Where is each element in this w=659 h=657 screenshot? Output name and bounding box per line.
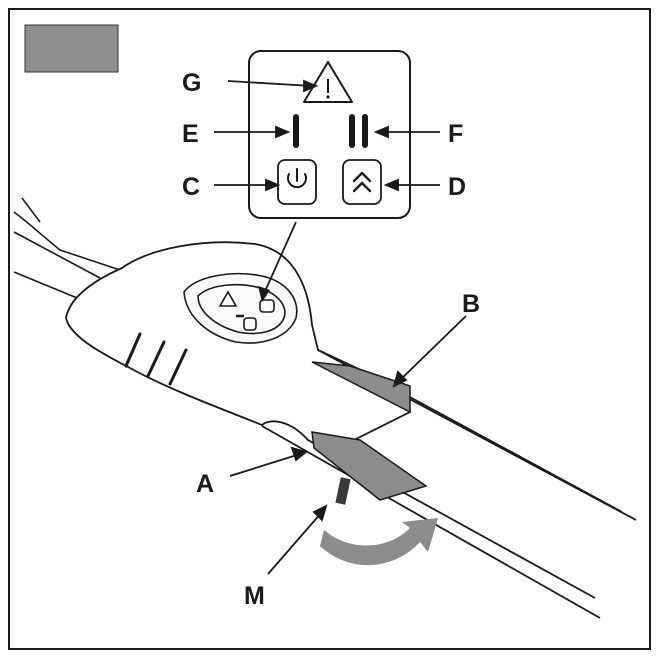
label-a: A (196, 470, 214, 498)
indicator-f-1 (349, 114, 355, 148)
callout-leaders (214, 79, 467, 575)
double-chevron-up-icon (352, 171, 372, 193)
power-button (277, 159, 317, 205)
label-b: B (462, 290, 480, 318)
indicator-e (293, 114, 299, 148)
rear-shaft (13, 197, 127, 301)
label-g: G (182, 69, 201, 97)
label-f: F (448, 120, 463, 148)
speed-button (342, 159, 382, 205)
handle-housing (65, 241, 411, 454)
indicator-f-2 (362, 114, 368, 148)
lock-pin-m (335, 477, 351, 505)
power-icon (287, 168, 307, 189)
label-c: C (182, 173, 200, 201)
warning-triangle-icon (303, 61, 353, 103)
curved-arrow-icon (320, 518, 438, 566)
grip-ribs (124, 332, 188, 386)
leader-zoom-arrowhead (258, 286, 270, 302)
label-e: E (182, 120, 199, 148)
grey-swatch (24, 24, 119, 73)
leader-zoom (261, 221, 297, 299)
frame-border (8, 8, 651, 650)
label-d: D (448, 173, 466, 201)
safety-lever-b (311, 361, 411, 414)
label-m: M (244, 582, 265, 610)
trigger-a (311, 431, 428, 501)
